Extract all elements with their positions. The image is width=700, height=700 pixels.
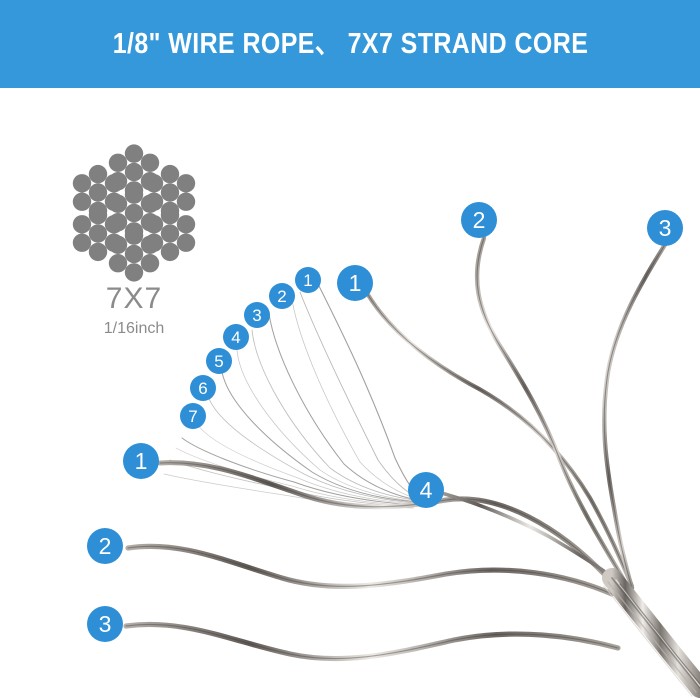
- strand-marker-3-5[interactable]: 3: [87, 606, 123, 642]
- strand-marker-3-2[interactable]: 3: [647, 210, 683, 246]
- marker-label: 1: [348, 269, 362, 296]
- marker-label: 2: [277, 286, 287, 306]
- wire-rope-cross-section-icon: [64, 138, 204, 288]
- marker-label: 2: [98, 532, 112, 559]
- strand-marker-4-6[interactable]: 4: [408, 472, 444, 508]
- marker-label: 7: [188, 406, 198, 426]
- marker-label: 3: [658, 214, 672, 241]
- header-banner: 1/8" WIRE ROPE、 7X7 STRAND CORE: [0, 0, 700, 88]
- wire-rope-illustration: [123, 235, 700, 698]
- fan-wire-marker-3-2[interactable]: 3: [244, 302, 270, 328]
- marker-label: 1: [303, 270, 313, 290]
- marker-label: 6: [198, 378, 208, 398]
- marker-label: 2: [472, 206, 486, 233]
- strand-marker-1-3[interactable]: 1: [123, 443, 159, 479]
- strand-marker-2-4[interactable]: 2: [87, 528, 123, 564]
- marker-label: 3: [252, 305, 262, 325]
- cross-section-label: 7X7: [105, 282, 163, 315]
- strand-marker-2-1[interactable]: 2: [461, 202, 497, 238]
- marker-label: 5: [214, 351, 224, 371]
- marker-label: 4: [231, 327, 241, 347]
- marker-label: 4: [419, 476, 433, 503]
- cross-section-size-label: 1/16inch: [103, 320, 165, 337]
- page-title: 1/8" WIRE ROPE、 7X7 STRAND CORE: [112, 27, 588, 60]
- marker-label: 3: [98, 610, 112, 637]
- fan-wire-marker-2-1[interactable]: 2: [269, 283, 295, 309]
- marker-label: 1: [134, 447, 148, 474]
- strand-marker-1-0[interactable]: 1: [337, 265, 373, 301]
- fan-wire-marker-1-0[interactable]: 1: [295, 267, 321, 293]
- cross-section-svg: [72, 144, 196, 282]
- fan-wire-marker-6-5[interactable]: 6: [190, 375, 216, 401]
- fan-wire-marker-7-6[interactable]: 7: [180, 403, 206, 429]
- fan-wire-marker-5-4[interactable]: 5: [206, 348, 232, 374]
- fan-wire-marker-4-3[interactable]: 4: [223, 324, 249, 350]
